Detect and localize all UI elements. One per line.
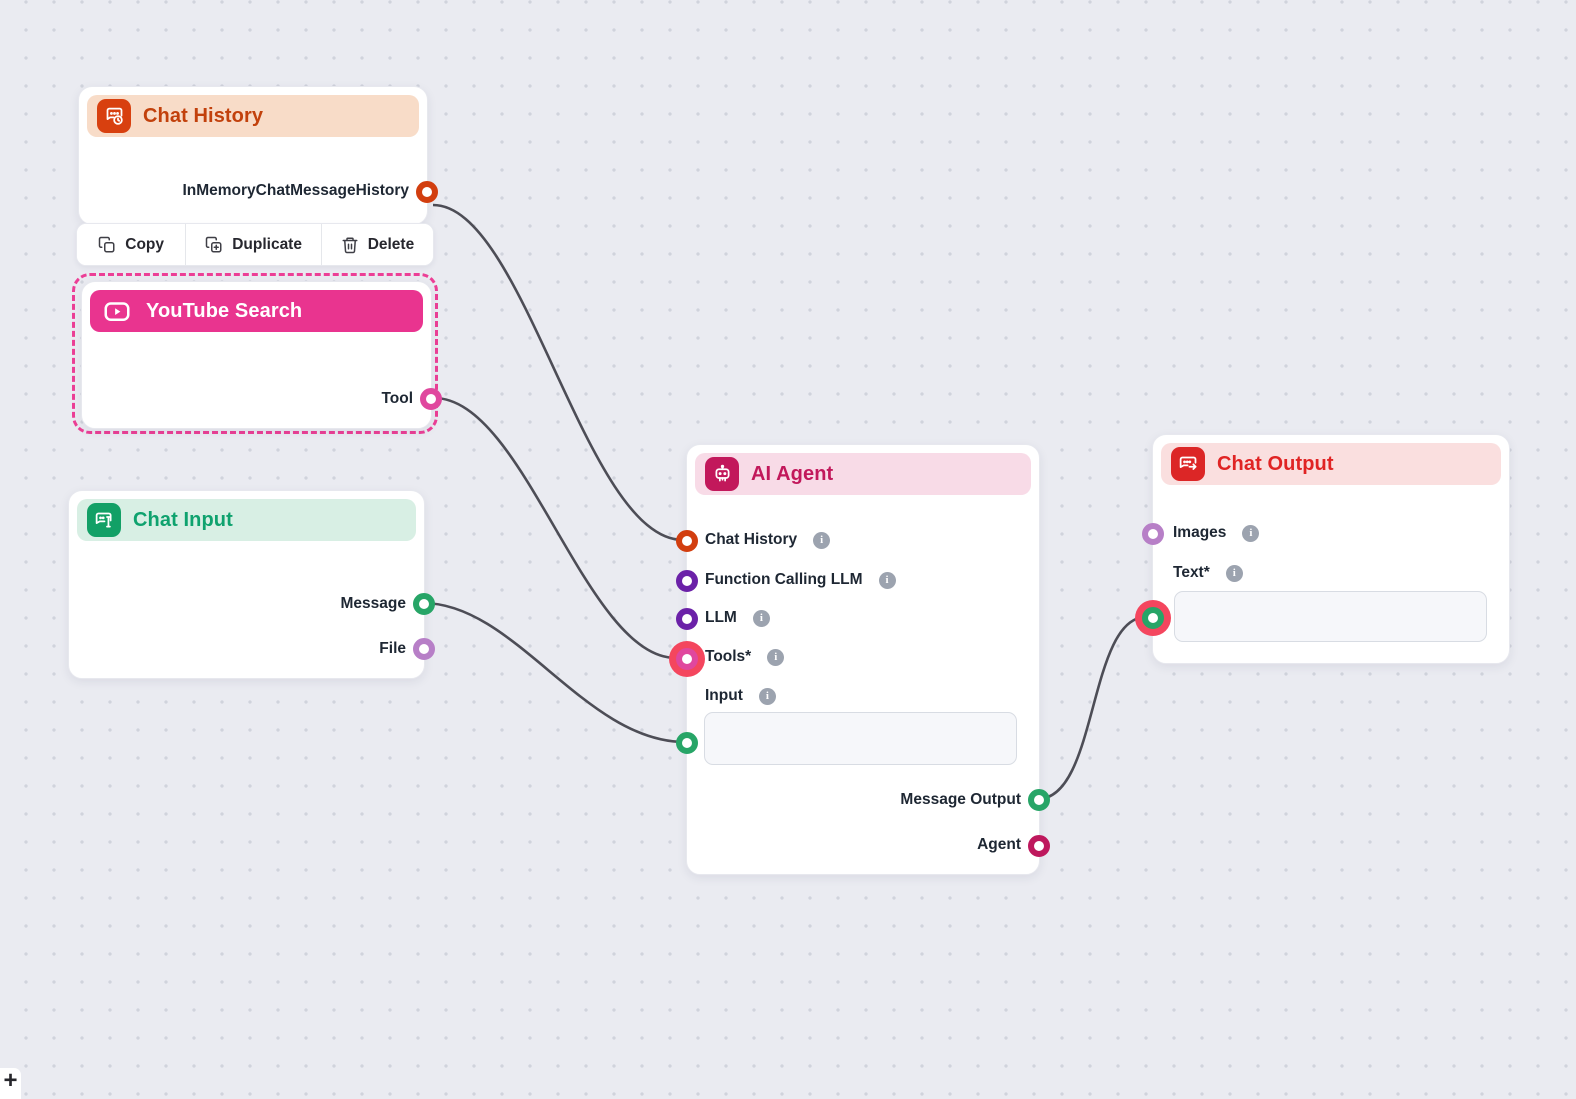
agent-chat-history-label: Chat History xyxy=(705,531,798,548)
wire-youtube-to-tools[interactable] xyxy=(433,396,677,660)
agent-fcllm-handle[interactable] xyxy=(676,570,698,592)
youtube-tool-handle[interactable] xyxy=(420,388,442,410)
plus-icon: + xyxy=(3,1067,18,1094)
message-output-label: Message xyxy=(340,595,406,612)
info-icon[interactable]: i xyxy=(1242,524,1260,542)
output-images-label: Images xyxy=(1173,524,1227,541)
agent-fcllm-label: Function Calling LLM xyxy=(705,571,863,588)
youtube-search-node[interactable]: YouTube Search Tool xyxy=(81,281,442,429)
toolbar-divider xyxy=(185,224,187,265)
agent-input-label: Input xyxy=(705,687,743,704)
youtube-search-header: YouTube Search xyxy=(90,290,423,332)
chat-input-header: Chat Input xyxy=(77,499,416,541)
copy-button[interactable]: Copy xyxy=(77,224,186,265)
agent-chat-history-row: Chat History i xyxy=(705,531,831,549)
chat-input-message-handle[interactable] xyxy=(413,593,435,615)
info-icon[interactable]: i xyxy=(813,531,831,549)
agent-llm-label: LLM xyxy=(705,609,737,626)
info-icon[interactable]: i xyxy=(1225,564,1243,582)
agent-tools-row: Tools* i xyxy=(705,648,785,666)
chat-input-file-row: File xyxy=(379,640,406,658)
output-text-row: Text* i xyxy=(1173,564,1243,582)
ai-agent-header: AI Agent xyxy=(695,453,1031,495)
file-output-label: File xyxy=(379,640,406,657)
agent-message-output-label: Message Output xyxy=(900,791,1021,808)
output-text-field[interactable] xyxy=(1174,591,1487,642)
output-text-handle[interactable] xyxy=(1142,607,1164,629)
agent-input-handle[interactable] xyxy=(676,732,698,754)
wire-chathistory-to-agent[interactable] xyxy=(432,203,684,542)
copy-button-label: Copy xyxy=(125,235,164,253)
agent-agent-output-row: Agent xyxy=(977,836,1021,854)
youtube-output-label: Tool xyxy=(381,390,413,407)
info-icon[interactable]: i xyxy=(752,609,770,627)
output-images-row: Images i xyxy=(1173,524,1260,542)
agent-llm-row: LLM i xyxy=(705,609,770,627)
chat-history-output-handle[interactable] xyxy=(416,181,438,203)
agent-llm-handle[interactable] xyxy=(676,608,698,630)
agent-tools-label: Tools* xyxy=(705,648,752,665)
chat-history-output-row: InMemoryChatMessageHistory xyxy=(182,182,409,200)
delete-button[interactable]: Delete xyxy=(321,224,433,265)
chat-output-title: Chat Output xyxy=(1217,452,1334,475)
agent-input-field[interactable] xyxy=(704,712,1017,765)
agent-message-output-row: Message Output xyxy=(900,791,1021,809)
info-icon[interactable]: i xyxy=(878,571,896,589)
chat-output-node[interactable]: Chat Output Images i Text* i xyxy=(1142,434,1510,664)
duplicate-button[interactable]: Duplicate xyxy=(186,224,321,265)
node-toolbar: Copy Duplicate Delete xyxy=(76,223,434,266)
output-text-label: Text* xyxy=(1173,564,1210,581)
youtube-search-title: YouTube Search xyxy=(146,299,303,322)
zoom-in-button[interactable]: + xyxy=(0,1068,21,1099)
chat-history-icon xyxy=(97,99,131,133)
youtube-output-row: Tool xyxy=(381,390,413,408)
ai-agent-node[interactable]: AI Agent Chat History i Function Calling… xyxy=(676,444,1050,875)
agent-tools-handle[interactable] xyxy=(676,648,698,670)
output-images-handle[interactable] xyxy=(1142,523,1164,545)
duplicate-button-label: Duplicate xyxy=(232,235,302,253)
agent-agent-output-handle[interactable] xyxy=(1028,835,1050,857)
chat-output-header: Chat Output xyxy=(1161,443,1501,485)
chat-input-node[interactable]: Chat Input Message File xyxy=(68,490,435,679)
agent-input-row: Input i xyxy=(705,687,776,705)
info-icon[interactable]: i xyxy=(767,648,785,666)
duplicate-icon xyxy=(205,236,222,252)
chat-history-node[interactable]: Chat History InMemoryChatMessageHistory xyxy=(78,86,438,225)
agent-agent-output-label: Agent xyxy=(977,836,1021,853)
wire-messageoutput-to-text[interactable] xyxy=(1037,615,1147,801)
copy-icon xyxy=(99,236,115,252)
trash-icon xyxy=(342,237,358,253)
info-icon[interactable]: i xyxy=(758,687,776,705)
ai-agent-title: AI Agent xyxy=(751,462,834,485)
youtube-icon xyxy=(100,294,134,328)
chat-history-header: Chat History xyxy=(87,95,419,137)
wire-chatinput-to-input[interactable] xyxy=(422,601,686,744)
agent-fcllm-row: Function Calling LLM i xyxy=(705,571,896,589)
agent-chat-history-handle[interactable] xyxy=(676,530,698,552)
chat-history-output-label: InMemoryChatMessageHistory xyxy=(182,182,409,199)
ai-agent-robot-icon xyxy=(705,457,739,491)
chat-input-file-handle[interactable] xyxy=(413,638,435,660)
chat-output-icon xyxy=(1171,447,1205,481)
agent-message-output-handle[interactable] xyxy=(1028,789,1050,811)
chat-input-title: Chat Input xyxy=(133,508,233,531)
toolbar-divider xyxy=(320,224,322,265)
chat-input-icon xyxy=(87,503,121,537)
chat-history-title: Chat History xyxy=(143,104,264,127)
chat-input-message-row: Message xyxy=(341,595,406,613)
delete-button-label: Delete xyxy=(367,235,415,253)
